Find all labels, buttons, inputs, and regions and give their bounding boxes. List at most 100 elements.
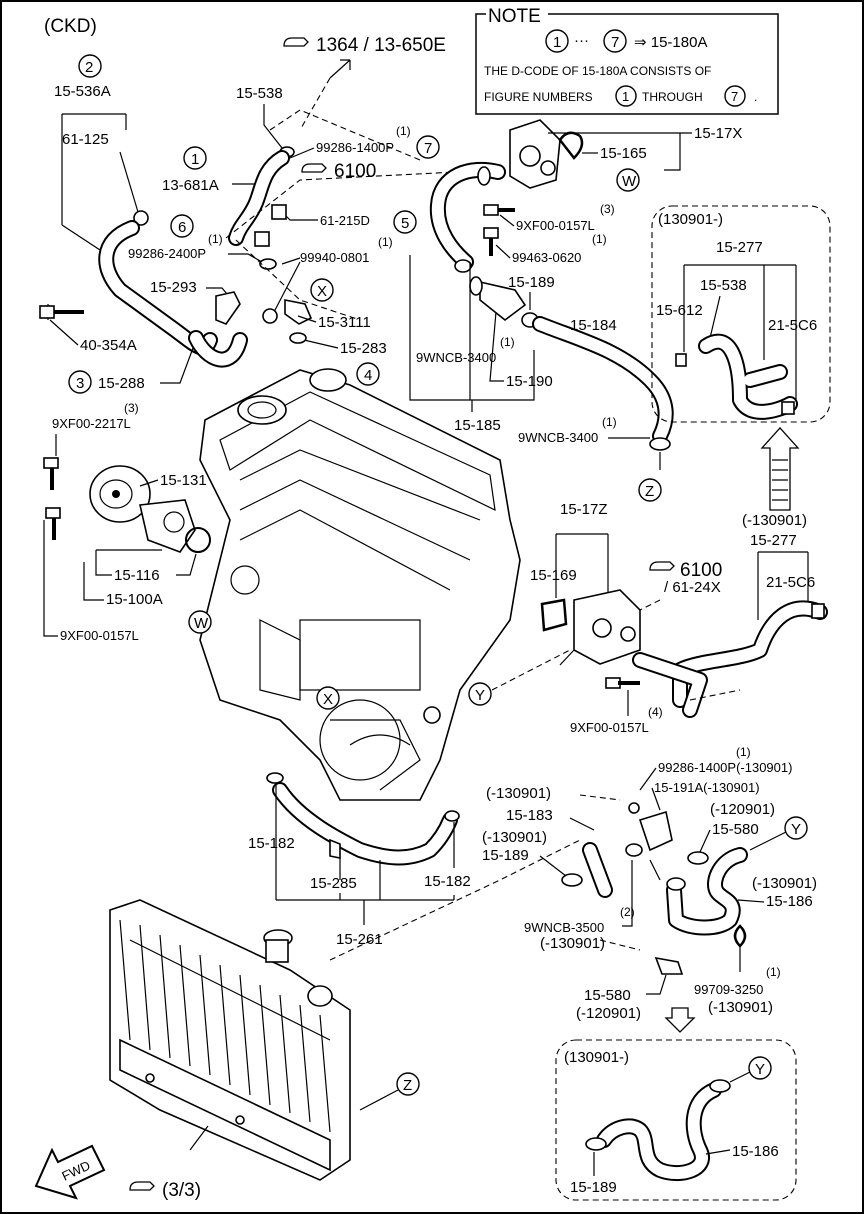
label-15-538: 15-538	[236, 85, 283, 102]
label-15-100a: 15-100A	[106, 591, 163, 608]
svg-text:Z: Z	[645, 483, 654, 500]
label-9wncb-3400-b: 9WNCB-3400	[518, 430, 598, 445]
svg-text:(4): (4)	[648, 705, 663, 719]
callout-2	[78, 54, 102, 78]
svg-text:Y: Y	[755, 1061, 765, 1078]
label-99709-3250: 99709-3250	[694, 982, 763, 997]
label-15-580-b: 15-580	[584, 987, 631, 1004]
label-15-190: 15-190	[506, 373, 553, 390]
clamp-15-580-b	[654, 956, 684, 975]
pointing-hand-icon	[301, 163, 327, 173]
note-line-2-num2: 7	[731, 89, 738, 104]
pointing-hand-icon	[129, 1181, 155, 1191]
label-minus-130901-b: (-130901)	[486, 785, 551, 802]
label-15-261: 15-261	[336, 931, 383, 948]
label-minus-130901-f: (-130901)	[708, 999, 773, 1016]
note-arrow-target: ⇒ 15-180A	[634, 34, 707, 51]
label-99940-0801: 99940-0801	[300, 250, 369, 265]
svg-text:6: 6	[178, 219, 186, 236]
label-9xf00-2217l: 9XF00-2217L	[52, 416, 131, 431]
pointing-hand-icon	[649, 561, 675, 571]
box1-label-15-612: 15-612	[656, 302, 703, 319]
svg-text:5: 5	[401, 215, 409, 232]
note-range-end: 7	[611, 34, 619, 51]
note-line-2-pre: FIGURE NUMBERS	[484, 90, 593, 104]
svg-text:(1): (1)	[736, 745, 751, 759]
bolt-40-354a	[39, 305, 55, 319]
svg-text:(3): (3)	[600, 202, 615, 216]
svg-text:7: 7	[424, 140, 432, 157]
note-range-start: 1	[553, 34, 561, 51]
svg-text:Y: Y	[475, 687, 485, 704]
note-line-2-end: .	[754, 90, 757, 104]
label-15-165: 15-165	[600, 145, 647, 162]
callout-4	[356, 362, 380, 386]
label-15-17x: 15-17X	[694, 125, 742, 142]
callout-x-top	[310, 278, 334, 302]
oil-filler-cap-icon	[309, 368, 347, 392]
label-15-183: 15-183	[506, 807, 553, 824]
label-9xf00-0157l-b: 9XF00-0157L	[60, 628, 139, 643]
svg-text:2: 2	[85, 59, 93, 76]
pipe-15-190	[479, 280, 527, 322]
label-15-189-a: 15-189	[508, 274, 555, 291]
label-61-215d: 61-215D	[320, 213, 370, 228]
callout-x-mid	[316, 686, 340, 710]
label-15-182-b: 15-182	[424, 873, 471, 890]
detail-box-130901-lower: (130901-) Y 15-186 15-189	[555, 1039, 797, 1201]
svg-text:(1): (1)	[592, 232, 607, 246]
reference-1364: 1364 / 13-650E	[283, 35, 446, 56]
label-minus-120901-b: (-120901)	[576, 1005, 641, 1022]
svg-text:4: 4	[364, 367, 372, 384]
label-15-283: 15-283	[340, 340, 387, 357]
label-21-5c6: 21-5C6	[766, 574, 815, 591]
svg-text:W: W	[194, 615, 209, 632]
note-box: NOTE 1 ··· 7 ⇒ 15-180A THE D-CODE OF 15-…	[475, 6, 779, 115]
label-9xf00-0157l-a: 9XF00-0157L	[516, 218, 595, 233]
clamp-61-125	[133, 210, 149, 226]
label-15-169: 15-169	[530, 567, 577, 584]
label-15-189-b: 15-189	[482, 847, 529, 864]
callout-y-mid	[468, 682, 492, 706]
callout-w-mid	[188, 610, 212, 634]
box2-title: (130901-)	[564, 1049, 629, 1066]
ref-1364-text: 1364 / 13-650E	[316, 35, 446, 56]
svg-text:(1): (1)	[500, 335, 515, 349]
svg-text:1: 1	[191, 151, 199, 168]
svg-text:3: 3	[76, 375, 84, 392]
gasket-15-116	[185, 527, 211, 553]
callout-y-box	[748, 1056, 772, 1080]
label-15-131: 15-131	[160, 472, 207, 489]
svg-text:Z: Z	[403, 1077, 412, 1094]
pointing-hand-icon	[283, 37, 309, 47]
label-15-186-a: 15-186	[766, 893, 813, 910]
label-minus-130901-c: (-130901)	[482, 829, 547, 846]
svg-text:(1): (1)	[602, 415, 617, 429]
svg-text:(2): (2)	[620, 905, 635, 919]
box1-label-21-5c6: 21-5C6	[768, 317, 817, 334]
note-line-1: THE D-CODE OF 15-180A CONSISTS OF	[484, 64, 711, 78]
ref-61-24x: / 61-24X	[664, 579, 721, 596]
label-99286-2400p: 99286-2400P	[128, 246, 206, 261]
svg-text:Y: Y	[791, 821, 801, 838]
ref-6100-top: 6100	[334, 161, 376, 182]
box1-label-15-277: 15-277	[716, 239, 763, 256]
bracket-15-3111	[284, 299, 313, 325]
label-15-184: 15-184	[570, 317, 617, 334]
svg-text:X: X	[317, 283, 327, 300]
gasket-15-165	[558, 131, 584, 160]
callout-y-right	[784, 816, 808, 840]
label-13-681a: 13-681A	[162, 177, 219, 194]
model-label: (CKD)	[44, 16, 97, 37]
note-range-dots: ···	[574, 32, 589, 49]
svg-text:(3): (3)	[124, 401, 139, 415]
note-line-2-num1: 1	[622, 89, 629, 104]
svg-text:(1): (1)	[396, 124, 411, 138]
label-15-580-a: 15-580	[712, 821, 759, 838]
label-15-182-a: 15-182	[248, 835, 295, 852]
label-15-288: 15-288	[98, 375, 145, 392]
label-minus-120901-a: (-120901)	[710, 801, 775, 818]
engine-block	[199, 368, 521, 801]
box2-label-15-189: 15-189	[570, 1179, 617, 1196]
